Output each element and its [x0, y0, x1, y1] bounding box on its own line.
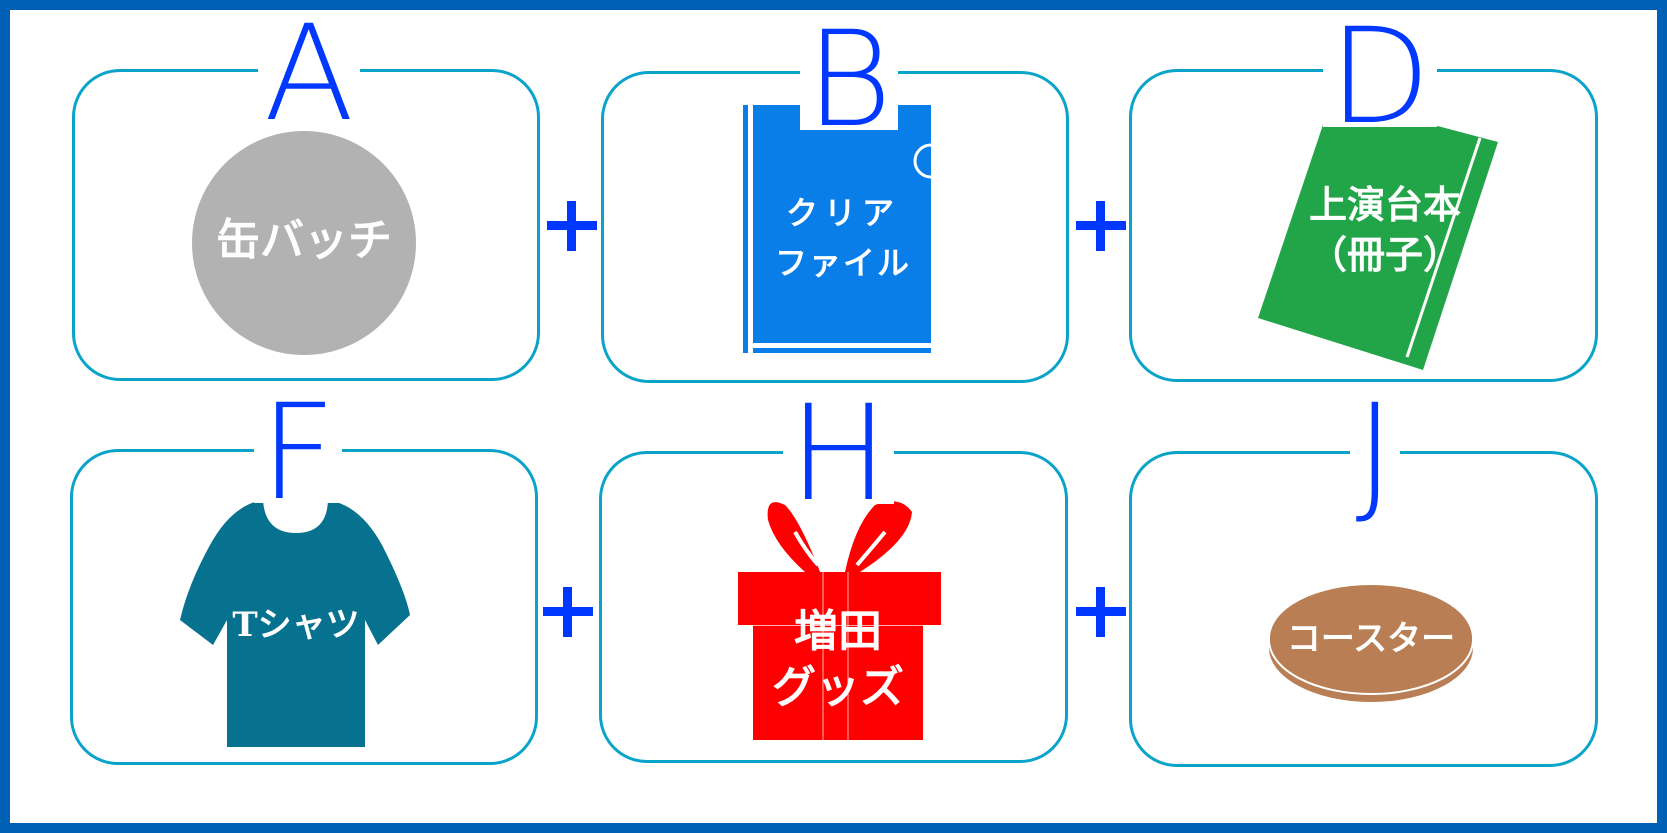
letter-text: A	[257, 8, 361, 140]
item-letter-b: B	[794, 14, 904, 146]
label-line: Tシャツ	[232, 605, 360, 645]
item-label-j: コースター	[1271, 622, 1471, 656]
label-line: 缶バッチ	[216, 215, 392, 266]
item-label-a: 缶バッチ	[194, 219, 414, 263]
label-line: クリア	[785, 194, 900, 232]
plus-icon	[547, 201, 597, 251]
letter-text: F	[254, 387, 342, 519]
item-letter-j: J	[1320, 387, 1430, 519]
item-letter-h: H	[783, 388, 895, 520]
label-line: （冊子）	[1308, 233, 1461, 277]
letter-text: D	[1323, 11, 1437, 143]
item-letter-a: A	[254, 8, 364, 140]
plus-icon	[1076, 201, 1126, 251]
item-letter-f: F	[243, 387, 353, 519]
item-label-b: クリア ファイル	[753, 188, 933, 288]
item-label-f: Tシャツ	[221, 608, 371, 642]
label-line: 上演台本	[1308, 183, 1461, 227]
plus-icon	[1076, 587, 1126, 637]
item-label-d: 上演台本 （冊子）	[1300, 180, 1470, 280]
label-line: コースター	[1286, 619, 1456, 659]
plus-icon	[543, 587, 593, 637]
item-letter-d: D	[1323, 11, 1437, 143]
item-label-h: 増田 グッズ	[758, 604, 918, 716]
letter-text: H	[783, 388, 895, 520]
label-line: ファイル	[774, 244, 911, 282]
label-line: グッズ	[772, 662, 904, 713]
letter-text: B	[799, 14, 899, 146]
letter-text: J	[1349, 387, 1401, 519]
label-line: 増田	[794, 606, 882, 657]
